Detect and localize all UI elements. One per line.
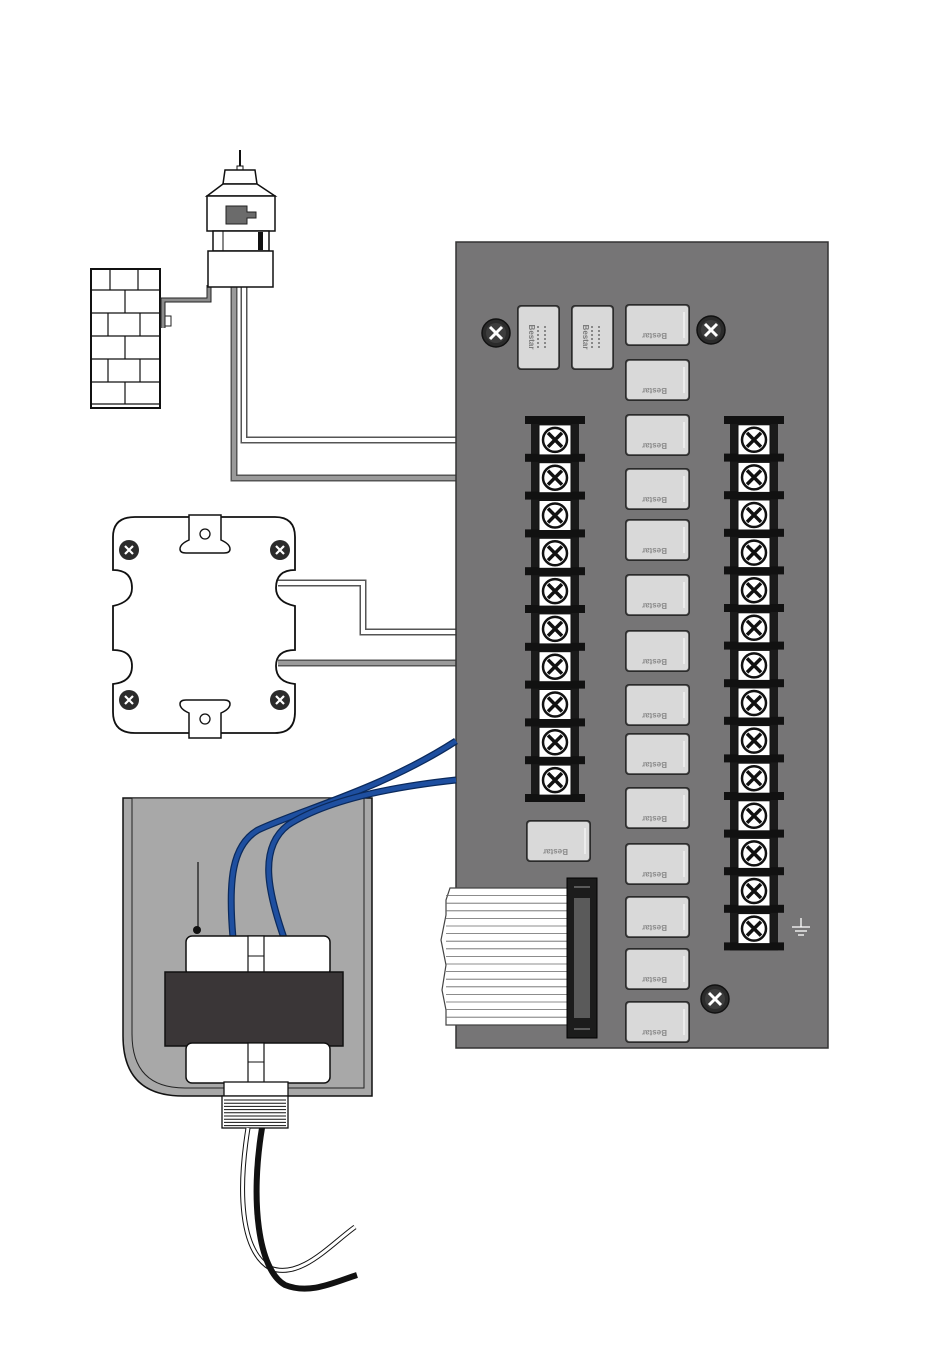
conduit-fitting [222, 1082, 288, 1128]
terminal-screw-icon [738, 914, 770, 944]
board-screw-icon [697, 316, 725, 344]
relay: Bestar [526, 820, 591, 862]
relay-brand-label: Bestar [642, 546, 667, 555]
vertical-relay: Bestar [517, 305, 560, 370]
relay: Bestar [625, 843, 690, 885]
sensor-probe [207, 150, 275, 287]
relay-brand-label: Bestar [642, 1028, 667, 1037]
relay: Bestar [625, 1001, 690, 1043]
relay: Bestar [625, 948, 690, 990]
relay: Bestar [625, 304, 690, 346]
relay-brand-label: Bestar [642, 657, 667, 666]
relay-brand-label: Bestar [642, 814, 667, 823]
terminal-screw-icon [738, 726, 770, 756]
terminal-screw-icon [539, 652, 571, 682]
terminal-screw-icon [738, 838, 770, 868]
terminal-screw-icon [738, 801, 770, 831]
board-screw-icon [482, 319, 510, 347]
relay: Bestar [625, 733, 690, 775]
relay: Bestar [625, 574, 690, 616]
relay-left: Bestar [526, 820, 591, 862]
plate-wires [278, 583, 456, 663]
relay-brand-label: Bestar [642, 923, 667, 932]
ribbon-cable [441, 888, 570, 1025]
terminal-screw-icon [738, 575, 770, 605]
mounting-plate [113, 515, 295, 738]
relay: Bestar [625, 359, 690, 401]
board-screw-icon [701, 985, 729, 1013]
relay-brand-label: Bestar [642, 711, 667, 720]
relay-brand-label: Bestar [642, 760, 667, 769]
terminal-screw-icon [539, 425, 571, 455]
ground-wire [163, 285, 209, 328]
terminal-screw-icon [738, 425, 770, 455]
relay-brand-label: Bestar [642, 441, 667, 450]
terminal-screw-icon [738, 500, 770, 530]
terminal-screw-icon [539, 765, 571, 795]
relay: Bestar [625, 414, 690, 456]
terminal-screw-icon [738, 650, 770, 680]
ribbon-connector [567, 878, 597, 1038]
brick-wall [91, 269, 160, 408]
relay: Bestar [625, 787, 690, 829]
terminal-screw-icon [539, 576, 571, 606]
terminal-screw-icon [738, 613, 770, 643]
relay-brand-label: Bestar [642, 601, 667, 610]
terminal-screw-icon [738, 876, 770, 906]
relay-brand-label: Bestar [527, 325, 536, 350]
terminal-screw-icon [539, 727, 571, 757]
relay: Bestar [625, 519, 690, 561]
terminal-screw-icon [539, 463, 571, 493]
relay: Bestar [625, 684, 690, 726]
terminal-screw-icon [539, 690, 571, 720]
terminal-screw-icon [539, 501, 571, 531]
relay-brand-label: Bestar [543, 847, 568, 856]
sensor-wires [234, 285, 456, 478]
terminal-block-right [724, 416, 784, 950]
relay-brand-label: Bestar [642, 870, 667, 879]
vertical-relay: Bestar [571, 305, 614, 370]
terminal-screw-icon [738, 462, 770, 492]
relay: Bestar [625, 896, 690, 938]
relay-brand-label: Bestar [642, 975, 667, 984]
power-cord [243, 1128, 357, 1289]
terminal-screw-icon [539, 614, 571, 644]
terminal-screw-icon [738, 688, 770, 718]
terminal-block-left [525, 416, 585, 802]
relay: Bestar [625, 468, 690, 510]
terminal-screw-icon [738, 763, 770, 793]
terminal-screw-icon [539, 538, 571, 568]
relay: Bestar [625, 630, 690, 672]
relay-brand-label: Bestar [642, 495, 667, 504]
relay-brand-label: Bestar [642, 386, 667, 395]
relay-brand-label: Bestar [642, 331, 667, 340]
relay-brand-label: Bestar [581, 325, 590, 350]
terminal-screw-icon [738, 538, 770, 568]
